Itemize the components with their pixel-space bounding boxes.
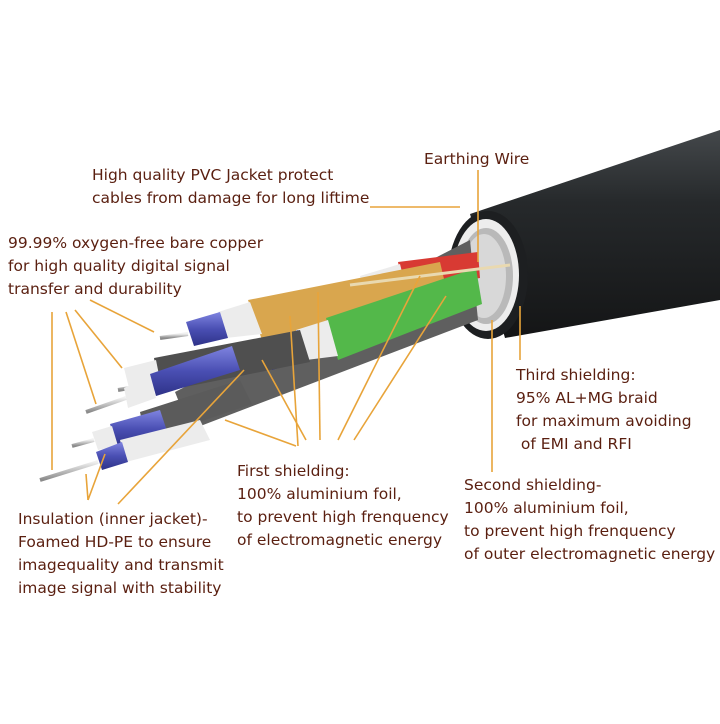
insulation-callout: Insulation (inner jacket)- Foamed HD-PE … [18, 510, 224, 597]
earthing-wire [349, 263, 511, 287]
leader-lines [51, 170, 521, 505]
pair-gold [159, 262, 448, 346]
copper-callout: 99.99% oxygen-free bare copper for high … [8, 234, 264, 298]
second-shielding-callout: Second shielding- 100% aluminium foil, t… [464, 476, 716, 563]
earthing-wire-callout: Earthing Wire [424, 150, 530, 168]
third-shielding-callout: Third shielding: 95% AL+MG braid for max… [516, 366, 692, 453]
conductors-left [39, 330, 310, 482]
pvc-jacket-callout: High quality PVC Jacket protect cables f… [92, 166, 370, 207]
first-shielding-callout: First shielding: 100% aluminium foil, to… [237, 462, 449, 549]
